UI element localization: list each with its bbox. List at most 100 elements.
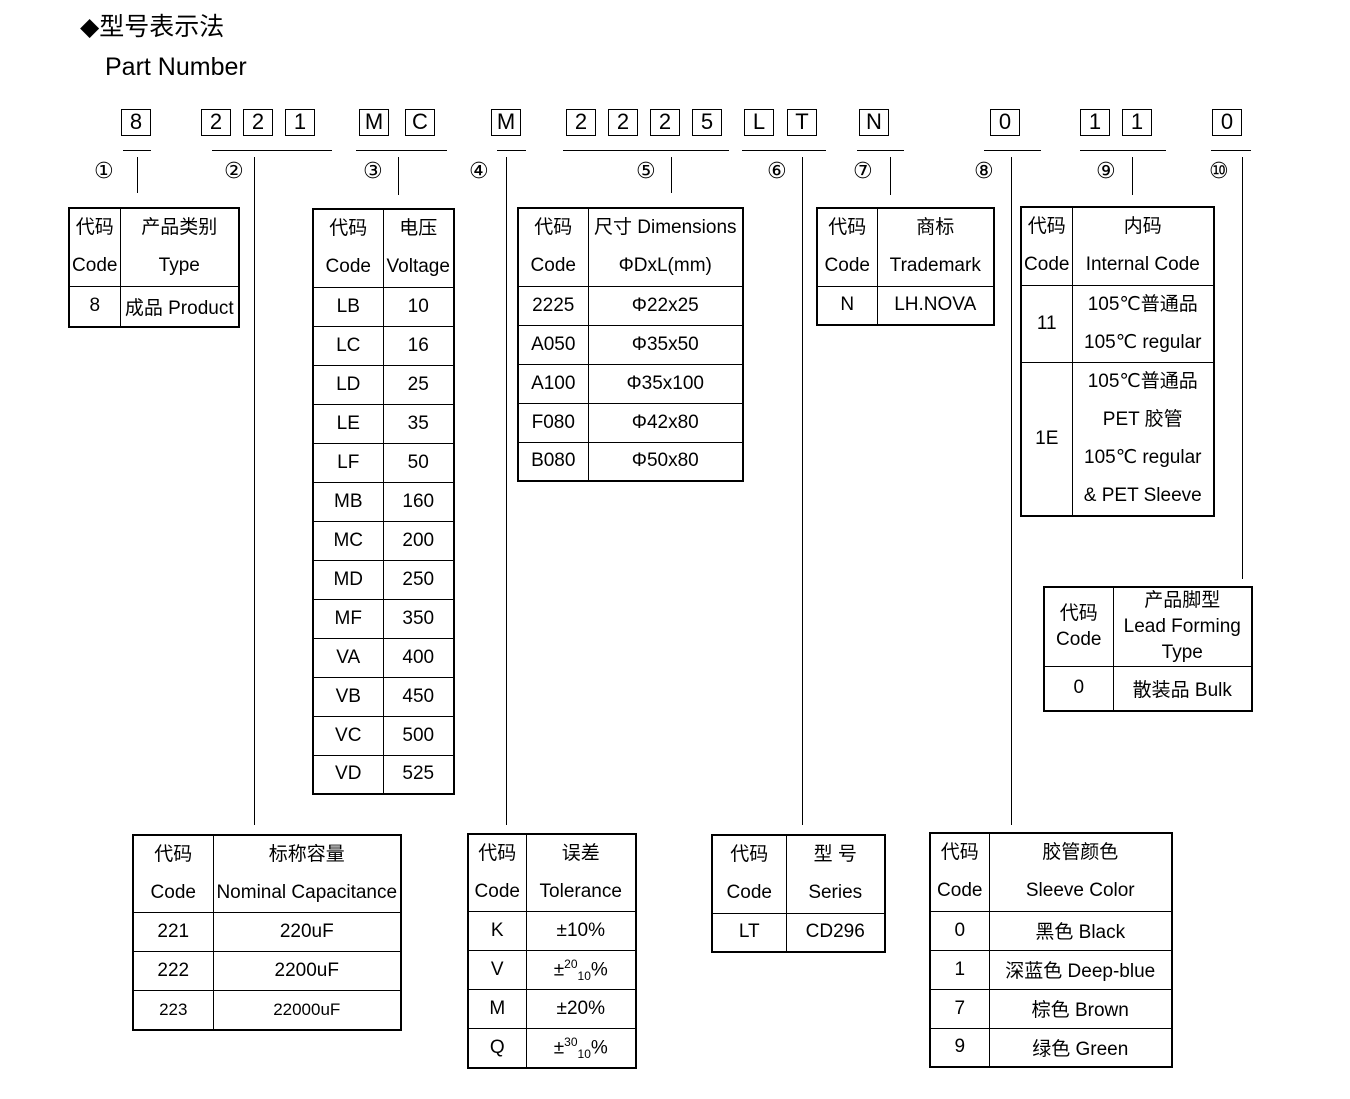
marker-8: ⑧ bbox=[974, 158, 994, 183]
connector-2 bbox=[254, 157, 255, 825]
marker-5: ⑤ bbox=[636, 158, 656, 183]
pn-char-3: 2 bbox=[243, 109, 273, 136]
pn-char-14: N bbox=[859, 109, 889, 136]
connector-1 bbox=[137, 157, 138, 193]
connector-8 bbox=[1011, 157, 1012, 825]
pn-char-11: 5 bbox=[692, 109, 722, 136]
group-underline-5 bbox=[563, 150, 729, 151]
table-row: K±10% bbox=[467, 911, 637, 951]
marker-9: ⑨ bbox=[1096, 158, 1116, 183]
pn-char-1: 8 bbox=[121, 109, 151, 136]
group-underline-8 bbox=[984, 150, 1041, 151]
pn-char-12: L bbox=[744, 109, 774, 136]
connector-6 bbox=[802, 157, 803, 825]
group-underline-1 bbox=[123, 150, 151, 151]
pn-char-18: 0 bbox=[1212, 109, 1242, 136]
connector-9 bbox=[1132, 157, 1133, 195]
group-underline-10 bbox=[1211, 150, 1251, 151]
pn-char-10: 2 bbox=[650, 109, 680, 136]
connector-10 bbox=[1242, 157, 1243, 579]
marker-6: ⑥ bbox=[767, 158, 787, 183]
table-row: Q±3010% bbox=[467, 1028, 637, 1068]
pn-char-17: 1 bbox=[1122, 109, 1152, 136]
pn-char-8: 2 bbox=[566, 109, 596, 136]
pn-char-6: C bbox=[405, 109, 435, 136]
group-underline-7 bbox=[857, 150, 904, 151]
pn-char-2: 2 bbox=[201, 109, 231, 136]
pn-char-9: 2 bbox=[608, 109, 638, 136]
marker-3: ③ bbox=[363, 158, 383, 183]
group-underline-6 bbox=[742, 150, 826, 151]
pn-char-15: 0 bbox=[990, 109, 1020, 136]
marker-7: ⑦ bbox=[853, 158, 873, 183]
marker-2: ② bbox=[224, 158, 244, 183]
marker-1: ① bbox=[94, 158, 114, 183]
group-underline-2 bbox=[212, 150, 332, 151]
table-row: 8 成品 Product bbox=[68, 285, 240, 328]
pn-char-5: M bbox=[359, 109, 389, 136]
pn-char-7: M bbox=[491, 109, 521, 136]
group-underline-3 bbox=[356, 150, 447, 151]
group-underline-4 bbox=[497, 150, 526, 151]
group-underline-9 bbox=[1080, 150, 1166, 151]
table-row: V±2010% bbox=[467, 950, 637, 990]
table-row: M±20% bbox=[467, 989, 637, 1029]
connector-7 bbox=[890, 157, 891, 195]
pn-char-16: 1 bbox=[1080, 109, 1110, 136]
page-subtitle: Part Number bbox=[105, 53, 247, 81]
